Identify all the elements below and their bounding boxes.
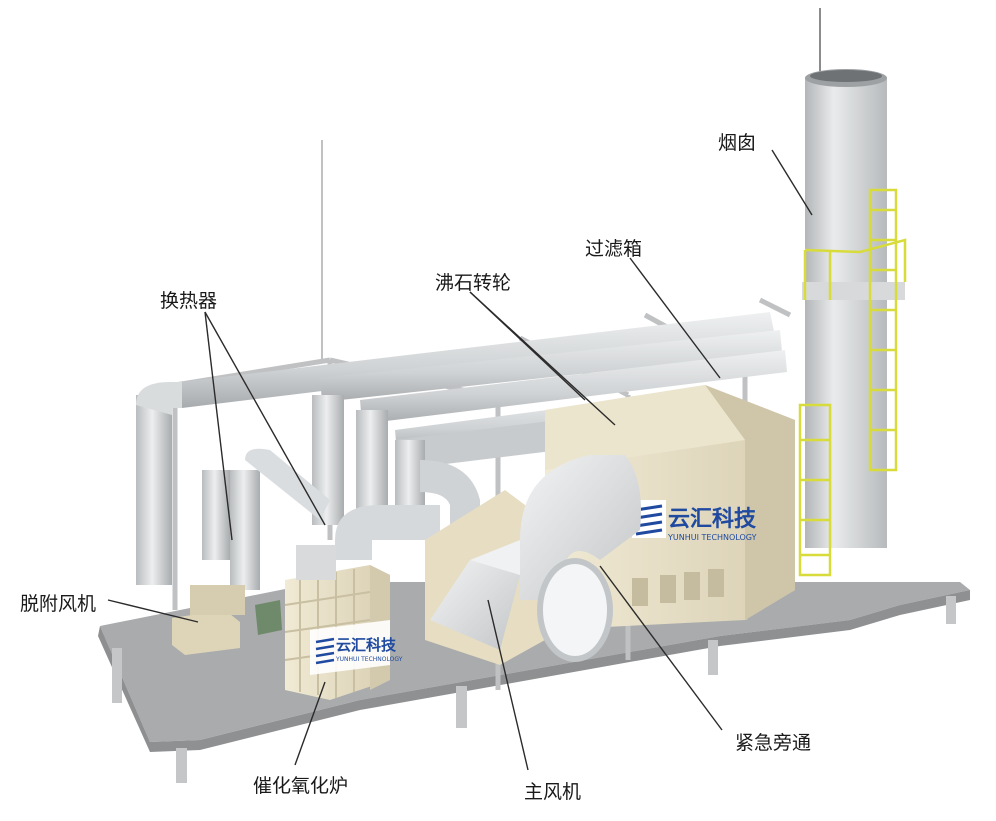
logo-name-oxidizer: 云汇科技	[336, 636, 397, 654]
main-fan-illustration	[425, 455, 641, 665]
label-heat-exchanger: 换热器	[160, 290, 218, 312]
desorption-fan-illustration	[172, 585, 282, 655]
logo-subtitle-housing: YUNHUI TECHNOLOGY	[667, 533, 757, 542]
catalytic-oxidizer-illustration: 云汇科技 YUNHUI TECHNOLOGY	[284, 545, 403, 700]
label-zeolite-rotor: 沸石转轮	[435, 272, 512, 294]
logo-subtitle-oxidizer: YUNHUI TECHNOLOGY	[335, 656, 403, 663]
label-filter-box: 过滤箱	[585, 238, 643, 260]
leader-lines	[107, 149, 813, 771]
label-main-fan: 主风机	[524, 781, 582, 803]
duct-pipes	[136, 312, 787, 590]
label-chimney: 烟囱	[718, 132, 757, 154]
label-emergency-bypass: 紧急旁通	[735, 732, 812, 754]
chimney-illustration	[798, 8, 907, 577]
label-desorption-fan: 脱附风机	[20, 593, 97, 615]
logo-name-housing: 云汇科技	[668, 507, 757, 532]
label-catalytic-oxidizer: 催化氧化炉	[253, 775, 349, 797]
